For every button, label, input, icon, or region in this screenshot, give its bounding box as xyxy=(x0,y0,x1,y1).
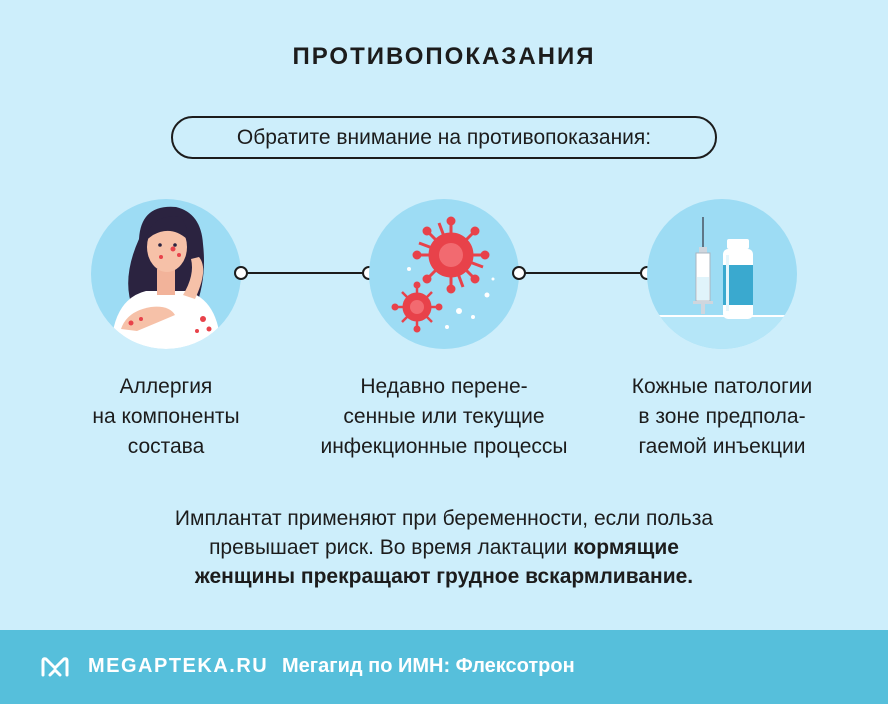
connector-line-1 xyxy=(234,266,376,280)
brand-link[interactable]: MEGAPTEKA.RU xyxy=(88,655,269,677)
caption-line: в зоне предпола- xyxy=(638,405,806,428)
virus-icon xyxy=(369,199,519,349)
note-line-3: женщины прекращают грудное вскармливание… xyxy=(0,562,888,591)
syringe-vial-icon xyxy=(647,199,797,349)
subtitle-pill: Обратите внимание на противопоказания: xyxy=(171,116,717,159)
caption-line: Кожные патологии xyxy=(631,375,813,398)
caption-line: гаемой инъекции xyxy=(638,435,806,458)
caption-line: Аллергия xyxy=(119,375,213,398)
page-title: ПРОТИВОПОКАЗАНИЯ xyxy=(292,43,596,70)
caption-allergy: Аллергия на компоненты состава xyxy=(36,372,296,462)
pregnancy-note: Имплантат применяют при беременности, ес… xyxy=(0,504,888,591)
note-line-3-bold: женщины прекращают грудное вскармливание… xyxy=(194,565,694,588)
caption-infection: Недавно перене- сенные или текущие инфек… xyxy=(284,372,604,462)
caption-line: сенные или текущие xyxy=(343,405,545,428)
guide-title: Мегагид по ИМН: Флексотрон xyxy=(282,655,575,677)
note-line-2: превышает риск. Во время лактации кормящ… xyxy=(0,533,888,562)
m-logo-icon xyxy=(41,657,69,677)
caption-skin: Кожные патологии в зоне предпола- гаемой… xyxy=(592,372,852,462)
note-line-2-normal: превышает риск. Во время лактации xyxy=(209,536,574,559)
caption-line: состава xyxy=(127,435,205,458)
note-line-2-bold: кормящие xyxy=(573,536,679,559)
footer-bar: MEGAPTEKA.RU Мегагид по ИМН: Флексотрон xyxy=(0,630,888,704)
caption-line: инфекционные процессы xyxy=(320,435,568,458)
allergy-woman-icon xyxy=(91,199,241,349)
subtitle-text: Обратите внимание на противопоказания: xyxy=(236,125,652,149)
connector-line-2 xyxy=(512,266,654,280)
caption-line: Недавно перене- xyxy=(360,375,528,398)
note-line-1: Имплантат применяют при беременности, ес… xyxy=(174,507,714,530)
caption-line: на компоненты xyxy=(92,405,240,428)
